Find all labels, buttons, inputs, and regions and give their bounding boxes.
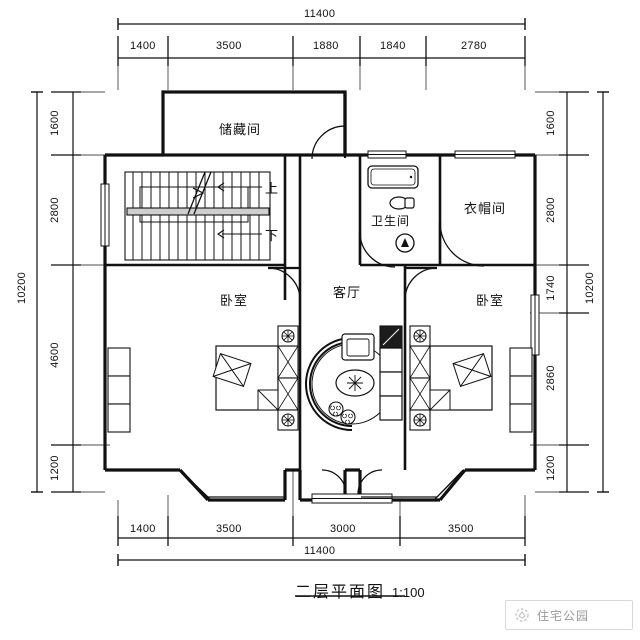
dim-right-seg-1: 1600 [544,110,557,136]
dim-top-seg-3: 1880 [313,40,339,52]
room-label-bedroom-left: 卧室 [220,293,249,308]
watermark-text: 住宅公园 [537,608,590,623]
logo-icon [515,608,529,622]
dim-right-seg-4: 2860 [544,365,557,391]
dim-bottom-seg-3: 3000 [330,523,356,535]
room-label-living: 客厅 [333,285,362,300]
windows [100,150,540,504]
dim-right-seg-5: 1200 [544,455,557,481]
dim-left-seg-2: 2800 [48,197,61,223]
page-title: 二层平面图 [295,584,386,601]
dim-top-seg-1: 1400 [130,40,156,52]
living-room-furniture [305,325,403,431]
dim-left-total: 10200 [16,271,29,305]
dimension-lines-top [117,18,526,90]
bedroom-left-furniture [107,325,299,433]
stair-down-label: 下 [265,228,279,243]
bedroom-right-furniture [409,325,533,433]
dim-right-seg-2: 2800 [544,197,557,223]
dim-left-seg-1: 1600 [48,110,61,136]
stair-up-label: 上 [265,181,279,196]
dimension-lines-bottom [117,470,526,566]
room-label-storage: 储藏间 [219,122,262,137]
room-label-bathroom: 卫生间 [371,214,411,228]
bathroom-fixtures [367,165,419,253]
watermark-badge: 住宅公园 [505,600,633,630]
dim-right-seg-3: 1740 [544,275,557,301]
scale-label: 1:100 [392,585,425,600]
doors [267,125,485,495]
dim-bottom-seg-2: 3500 [216,523,242,535]
dim-bottom-total: 11400 [304,545,336,557]
dimension-lines-left [31,91,110,493]
dim-right-total: 10200 [584,271,597,305]
room-label-bedroom-right: 卧室 [476,293,505,308]
room-label-closet: 衣帽间 [464,201,507,216]
drawing-title-block: 二层平面图 1:100 [295,578,425,602]
dim-bottom-seg-4: 3500 [448,523,474,535]
dim-top-seg-5: 2780 [461,40,487,52]
dim-top-seg-4: 1840 [380,40,406,52]
dim-bottom-seg-1: 1400 [130,523,156,535]
dim-left-seg-4: 1200 [48,455,61,481]
dimension-lines-right [530,91,609,493]
bay-windows [179,469,464,501]
dim-top-seg-2: 3500 [216,40,242,52]
dim-left-seg-3: 4600 [48,342,61,368]
dim-top-total: 11400 [304,8,336,20]
staircase [124,171,271,261]
